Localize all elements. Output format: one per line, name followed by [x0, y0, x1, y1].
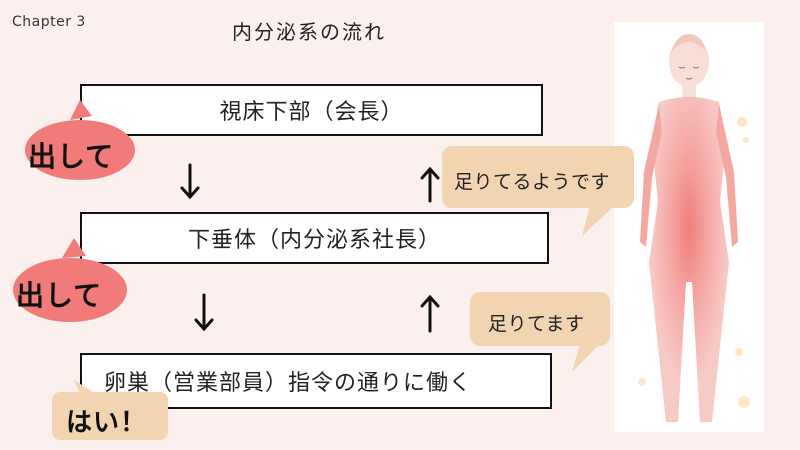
- arrow-up-icon: [420, 166, 440, 203]
- reply-text: はい！: [66, 408, 148, 438]
- command-text: 出して: [28, 140, 115, 173]
- speech-bubble-beige: [52, 380, 168, 440]
- arrow-up-icon: [420, 294, 440, 333]
- feedback-text: 足りてるようです: [454, 171, 611, 193]
- page-title: 内分泌系の流れ: [232, 20, 386, 44]
- speech-bubble-red: [13, 238, 127, 322]
- flow-box-label: 下垂体（内分泌系社長）: [187, 228, 441, 253]
- arrow-down-icon: [180, 163, 200, 200]
- flow-box-label: 卵巣（営業部員）指令の通りに働く: [104, 371, 473, 396]
- command-text: 出して: [16, 279, 103, 312]
- feedback-text: 足りてます: [488, 313, 585, 335]
- speech-bubble-beige: [442, 146, 634, 236]
- arrow-down-icon: [194, 293, 214, 332]
- speech-bubble-red: [25, 100, 135, 180]
- speech-bubble-beige: [470, 292, 610, 372]
- flow-box-hypothalamus: 視床下部（会長）: [80, 84, 543, 136]
- flow-box-pituitary: 下垂体（内分泌系社長）: [80, 212, 549, 264]
- flow-box-label: 視床下部（会長）: [219, 100, 404, 125]
- female-body-illustration: [614, 22, 764, 432]
- chapter-label: Chapter 3: [12, 14, 86, 30]
